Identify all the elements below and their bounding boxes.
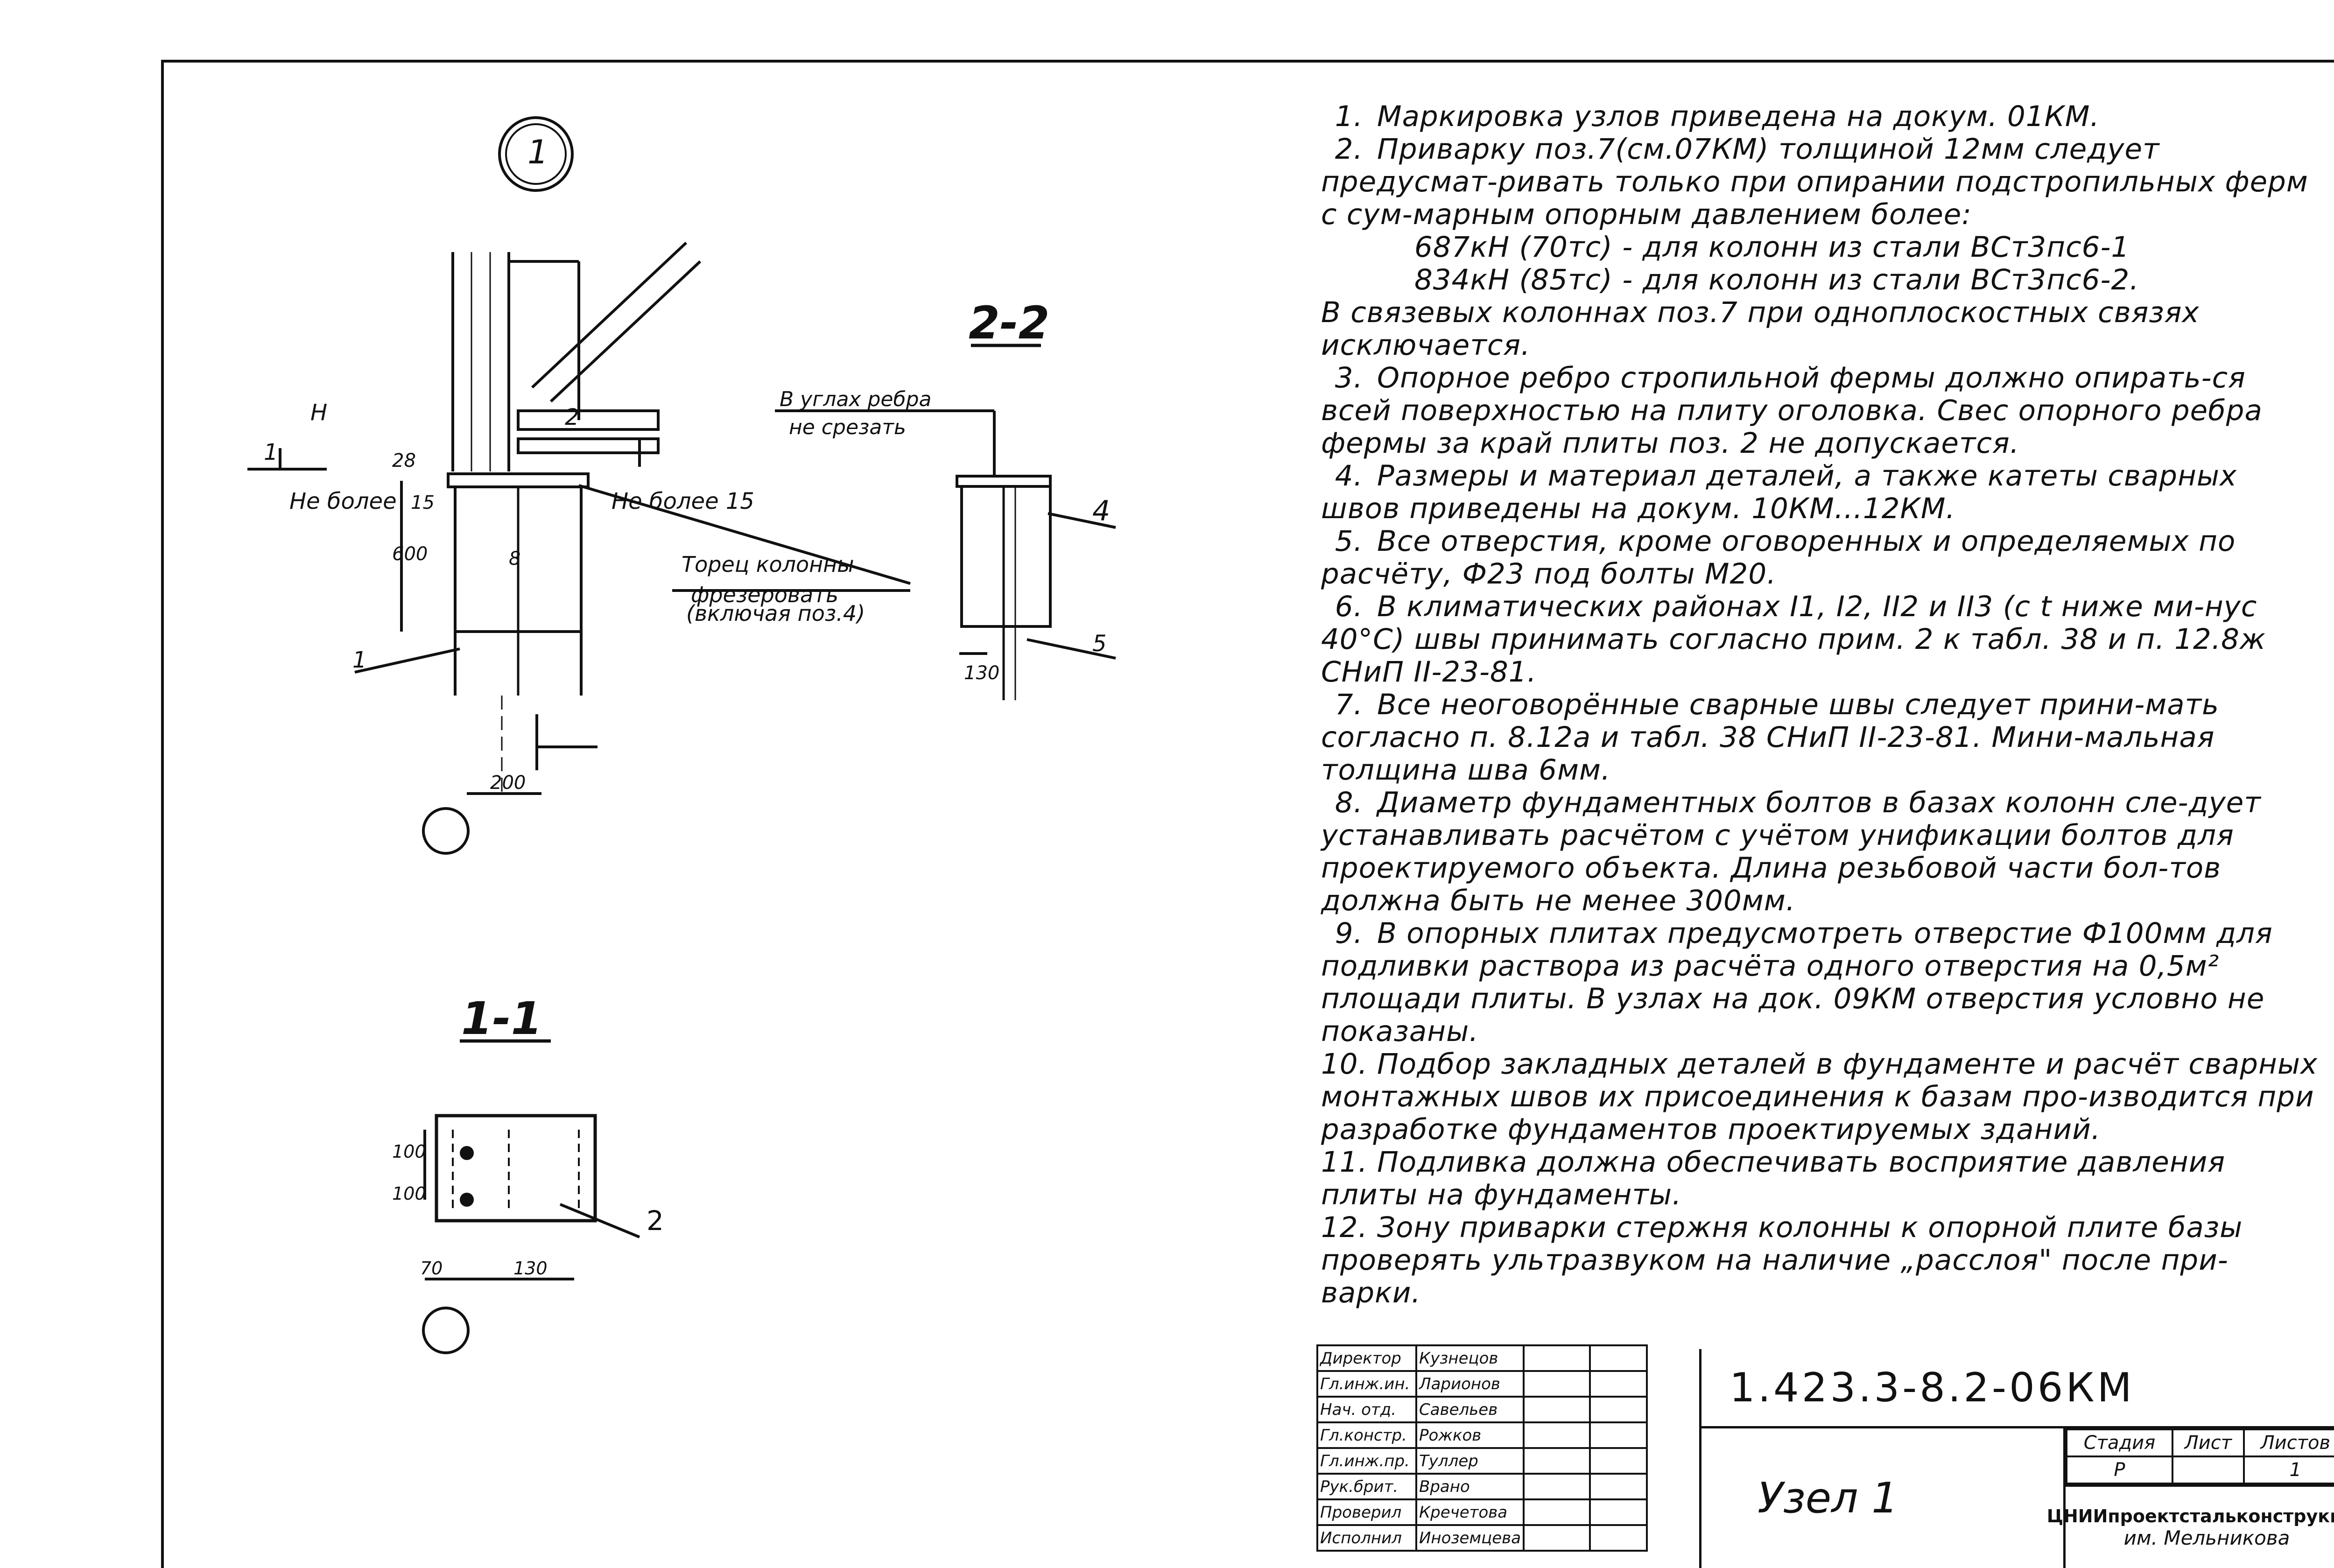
note-5: 5.Все отверстия, кроме оговоренных и опр… bbox=[1321, 525, 2236, 591]
note-1: 1.Маркировка узлов приведена на докум. 0… bbox=[1335, 100, 2100, 133]
note-2-item-b: 834кН (85тс) - для колонн из стали ВСт3п… bbox=[1414, 263, 2139, 296]
general-notes: 1.Маркировка узлов приведена на докум. 0… bbox=[1321, 100, 2325, 1309]
h-label: Н bbox=[310, 400, 327, 426]
approval-row: Гл.инж.пр.Туллер bbox=[1316, 1447, 1648, 1475]
note-3: 3.Опорное ребро стропильной фермы должно… bbox=[1321, 361, 2263, 460]
organization-subtitle: им. Мельникова bbox=[2123, 1526, 2290, 1549]
left-limit-label: Не более bbox=[289, 488, 397, 514]
approval-row: Гл.констр.Рожков bbox=[1316, 1421, 1648, 1449]
note-7: 7.Все неоговорённые сварные швы следует … bbox=[1321, 688, 2220, 787]
note-4: 4.Размеры и материал деталей, а также ка… bbox=[1321, 459, 2237, 525]
approval-row: Рук.брит.Врано bbox=[1316, 1473, 1648, 1500]
corner-note-line2: не срезать bbox=[789, 415, 906, 439]
sheet-value bbox=[2171, 1455, 2245, 1484]
dim-70: 70 bbox=[420, 1258, 443, 1279]
dim-130-section: 130 bbox=[964, 662, 999, 684]
base-plate-plan bbox=[435, 1114, 597, 1223]
organization-block: ЦНИИпроектстальконструкция им. Мельников… bbox=[2047, 1484, 2334, 1568]
right-limit-label: Не более 15 bbox=[612, 488, 754, 514]
note-2: 2.Приварку поз.7(см.07КМ) толщиной 12мм … bbox=[1321, 133, 2308, 231]
note-10: 10.Подбор закладных деталей в фундаменте… bbox=[1321, 1048, 2318, 1146]
section-mark-2: 2 bbox=[565, 404, 579, 430]
section-mark-1: 1 bbox=[264, 439, 278, 465]
note-2-tail: В связевых колоннах поз.7 при одноплоско… bbox=[1321, 296, 2200, 362]
section-2-2-title: 2-2 bbox=[969, 297, 1049, 349]
facing-note-line2: фрезеровать bbox=[691, 582, 838, 607]
pos-4-label: 4 bbox=[1092, 495, 1110, 527]
pos-2-label: 2 bbox=[647, 1205, 664, 1237]
drawing-title: Узел 1 bbox=[1699, 1428, 2063, 1568]
dim-100-b: 100 bbox=[392, 1183, 426, 1204]
sheets-value: 1 bbox=[2243, 1455, 2334, 1484]
dim-8: 8 bbox=[509, 548, 520, 570]
drawing-frame bbox=[161, 60, 2334, 1568]
pos-1-label: 1 bbox=[352, 647, 367, 673]
note-8: 8.Диаметр фундаментных болтов в базах ко… bbox=[1321, 786, 2261, 917]
dim-200: 200 bbox=[490, 772, 526, 794]
note-11: 11.Подливка должна обеспечивать восприят… bbox=[1321, 1146, 2226, 1211]
facing-note-line3: (включая поз.4) bbox=[686, 601, 865, 626]
dim-28: 28 bbox=[392, 450, 416, 471]
note-2-item-a: 687кН (70тс) - для колонн из стали ВСт3п… bbox=[1414, 231, 2130, 264]
facing-note-line1: Торец колонны bbox=[682, 552, 854, 577]
document-number: 1.423.3-8.2-06КМ bbox=[1699, 1349, 2334, 1428]
dim-130: 130 bbox=[513, 1258, 548, 1279]
approval-row: Гл.инж.ин.Ларионов bbox=[1316, 1370, 1648, 1398]
dim-600: 600 bbox=[392, 543, 428, 565]
stage-sheet-box: Стадия Лист Листов Р 1 bbox=[2063, 1428, 2334, 1484]
note-12: 12.Зону приварки стержня колонны к опорн… bbox=[1321, 1211, 2243, 1309]
left-limit-value: 15 bbox=[411, 492, 435, 513]
stage-value: Р bbox=[2066, 1455, 2173, 1484]
dim-100-a: 100 bbox=[392, 1141, 426, 1162]
corner-note-line1: В углах ребра bbox=[780, 387, 931, 411]
node-marker-label: 1 bbox=[527, 133, 548, 171]
stage-header: Стадия bbox=[2066, 1428, 2173, 1457]
note-6: 6.В климатических районах I1, I2, II2 и … bbox=[1321, 590, 2266, 689]
node-marker-circle bbox=[498, 116, 574, 192]
organization-name: ЦНИИпроектстальконструкция bbox=[2046, 1505, 2334, 1526]
cap-plate bbox=[447, 472, 590, 488]
sheet-header: Лист bbox=[2171, 1428, 2245, 1457]
pos-5-label: 5 bbox=[1092, 631, 1107, 657]
note-9: 9.В опорных плитах предусмотреть отверст… bbox=[1321, 917, 2273, 1048]
approval-row: Нач. отд.Савельев bbox=[1316, 1396, 1648, 1423]
sheets-header: Листов bbox=[2243, 1428, 2334, 1457]
section-1-1-title: 1-1 bbox=[461, 992, 542, 1045]
